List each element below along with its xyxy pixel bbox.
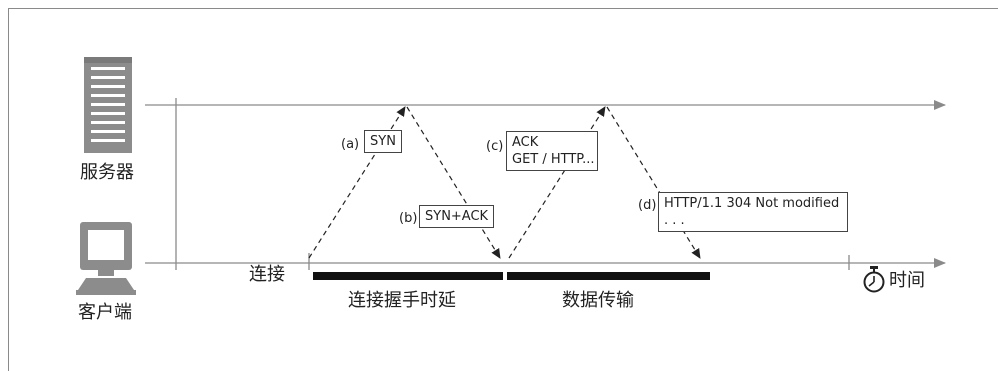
message-c-box: ACK GET / HTTP...	[506, 131, 598, 171]
arrow-syn	[308, 106, 406, 259]
handshake-delay-label: 连接握手时延	[348, 290, 456, 311]
message-b-line: SYN+ACK	[425, 209, 489, 224]
server-label: 服务器	[80, 162, 134, 183]
message-b-tag: (b)	[399, 211, 418, 226]
arrow-syn-ack	[406, 106, 501, 259]
connect-label: 连接	[249, 264, 285, 285]
message-d-line-2: . . .	[664, 213, 685, 228]
message-a-box: SYN	[364, 130, 402, 153]
data-transfer-label: 数据传输	[562, 290, 634, 311]
message-a-line: SYN	[370, 134, 396, 149]
client-label: 客户端	[78, 302, 132, 323]
message-a-tag: (a)	[341, 137, 360, 152]
handshake-bar	[313, 272, 503, 280]
message-d-box: HTTP/1.1 304 Not modified . . .	[658, 192, 848, 232]
arrow-ack-get	[508, 106, 606, 259]
computer-icon	[76, 222, 136, 295]
transfer-bar	[507, 272, 710, 280]
arrow-304	[606, 106, 701, 259]
stopwatch-icon	[863, 266, 885, 293]
message-c-line-1: ACK	[512, 135, 539, 150]
figure-frame	[8, 8, 998, 371]
message-c-line-2: GET / HTTP...	[512, 152, 595, 167]
server-icon	[84, 57, 132, 153]
message-d-tag: (d)	[638, 198, 657, 213]
message-c-tag: (c)	[486, 139, 504, 154]
message-b-box: SYN+ACK	[419, 205, 495, 228]
message-d-line-1: HTTP/1.1 304 Not modified	[664, 196, 840, 211]
time-label: 时间	[889, 270, 925, 291]
